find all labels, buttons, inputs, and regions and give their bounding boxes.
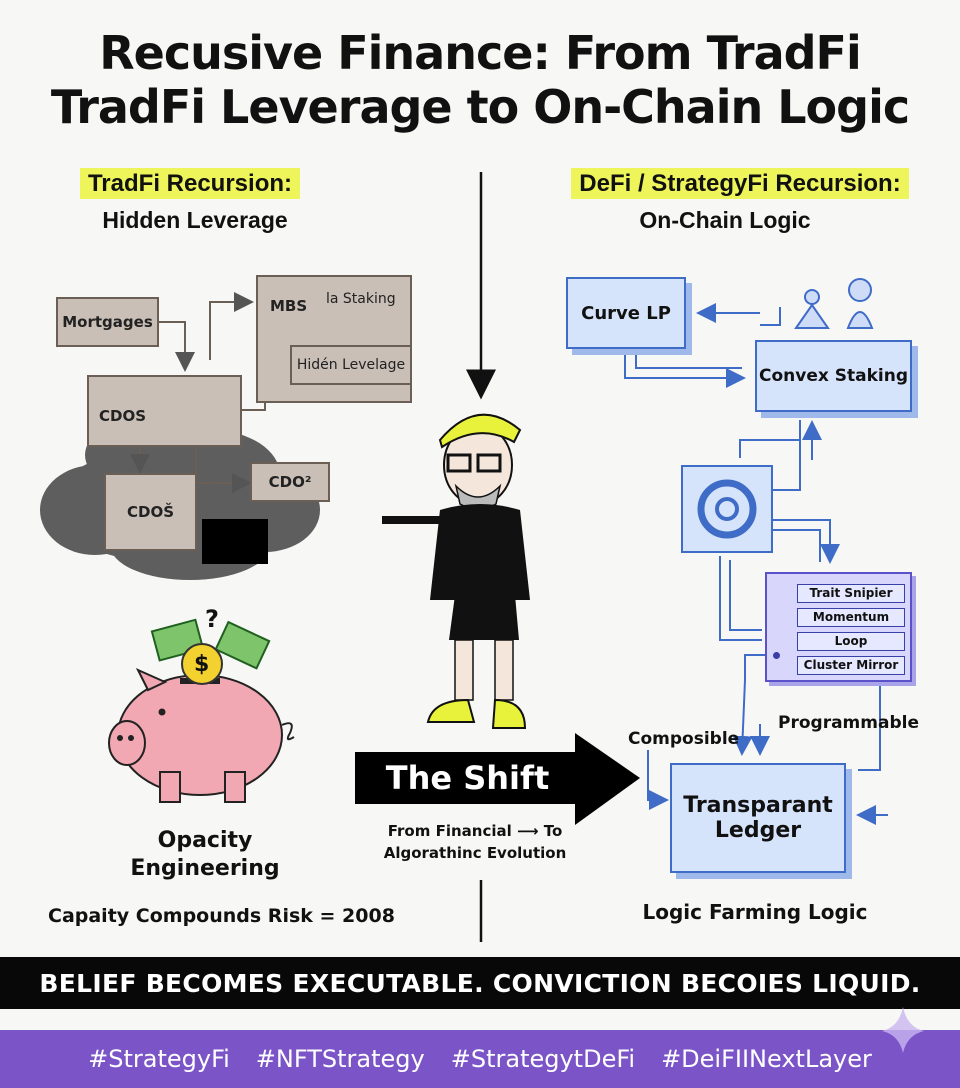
hashtag-strategytdefi[interactable]: #StrategytDeFi <box>450 1045 636 1073</box>
composible-label: Composible <box>628 729 740 749</box>
tradfi-subheading: Hidden Leverage <box>102 207 288 233</box>
question-mark: ? <box>205 605 219 633</box>
cdos-cloud-label: CDOŠ <box>126 503 174 521</box>
users-icon <box>794 278 874 329</box>
ledger-line-2: Ledger <box>714 818 802 843</box>
vault-icon <box>681 465 773 553</box>
cdos-box: CDOS <box>87 375 242 447</box>
title-line-1: Recusive Finance: From TradFi <box>99 26 861 80</box>
strategy-trait-sniper: Trait Snipier <box>797 584 905 603</box>
mortgages-box: Mortgages <box>56 297 159 347</box>
shift-caption-2: Algorathinc Evolution <box>383 844 567 862</box>
defi-heading: DeFi / StrategyFi Recursion: <box>571 168 909 199</box>
tradfi-bottom-note: Capaity Compounds Risk = 2008 <box>48 905 395 927</box>
shift-arrow-head <box>575 733 640 825</box>
mbs-label: MBS <box>270 297 308 315</box>
strategy-dot-icon <box>773 652 780 659</box>
hashtag-bar: #StrategyFi #NFTStrategy #StrategytDeFi … <box>0 1030 960 1088</box>
curve-lp-box: Curve LP <box>566 277 686 349</box>
hashtag-deifiinextlayer[interactable]: #DeiFIINextLayer <box>661 1045 872 1073</box>
sparkle-icon <box>882 1007 924 1053</box>
redacted-block <box>202 519 268 564</box>
hidden-leverage-box: Hidén Levelage <box>290 345 412 385</box>
belief-banner: BELIEF BECOMES EXECUTABLE. CONVICTION BE… <box>0 957 960 1009</box>
strategy-loop: Loop <box>797 632 905 651</box>
strategy-cluster-mirror: Cluster Mirror <box>797 656 905 675</box>
mortgages-label: Mortgages <box>62 313 153 331</box>
ledger-line-1: Transparant <box>683 793 833 818</box>
la-staking-label: la Staking <box>326 291 396 307</box>
convex-staking-label: Convex Staking <box>759 366 908 386</box>
defi-subheading: On-Chain Logic <box>639 207 811 233</box>
tradfi-heading-wrap: TradFi Recursion: <box>0 168 380 199</box>
defi-heading-wrap: DeFi / StrategyFi Recursion: <box>530 168 950 199</box>
hashtag-nftstrategy[interactable]: #NFTStrategy <box>255 1045 425 1073</box>
opacity-caption-2: Engineering <box>130 856 280 881</box>
defi-bottom-note: Logic Farming Logic <box>642 900 868 924</box>
curve-lp-label: Curve LP <box>581 302 671 324</box>
cdo2-label: CDO² <box>268 473 312 491</box>
convex-staking-box: Convex Staking <box>755 340 912 412</box>
the-shift-label: The Shift <box>355 752 580 804</box>
transparent-ledger-box: Transparant Ledger <box>670 763 846 873</box>
title-line-2: TradFi Leverage to On-Chain Logic <box>50 80 910 134</box>
hashtag-strategyfi[interactable]: #StrategyFi <box>88 1045 230 1073</box>
hidden-leverage-label: Hidén Levelage <box>296 357 406 373</box>
cdos-cloud-box: CDOŠ <box>104 473 197 551</box>
strategy-stack: Trait Snipier Momentum Loop Cluster Mirr… <box>765 572 912 682</box>
tradfi-heading: TradFi Recursion: <box>79 168 301 199</box>
shift-caption-1: From Financial ⟶ To <box>387 822 563 840</box>
programmable-label: Programmable <box>778 713 919 733</box>
person-figure <box>382 413 530 729</box>
cdo2-box: CDO² <box>250 462 330 502</box>
strategy-momentum: Momentum <box>797 608 905 627</box>
coin-dollar-icon: $ <box>194 652 210 677</box>
opacity-caption-1: Opacity <box>157 828 253 853</box>
piggy-bank-drawing <box>108 618 295 803</box>
cdos-label: CDOS <box>99 407 147 425</box>
